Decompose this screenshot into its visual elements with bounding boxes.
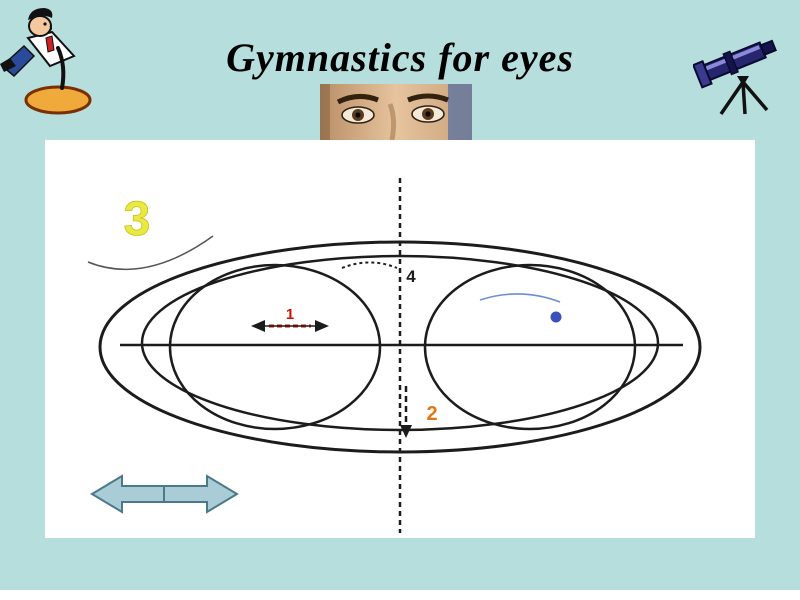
telescope-eyepiece — [759, 39, 777, 56]
blue-arc — [479, 293, 561, 303]
left-pupil — [355, 112, 361, 118]
man-arm — [56, 46, 66, 90]
inner-ellipse — [140, 254, 660, 432]
left-circle — [168, 263, 382, 431]
step-1-arrowhead-left — [251, 320, 265, 332]
shadow-right — [448, 84, 472, 142]
step-3-arc — [87, 235, 214, 271]
telescope-image — [693, 39, 777, 115]
shadow-left — [320, 84, 330, 142]
cartoon-man-clipart — [0, 4, 110, 116]
oval-tray — [24, 85, 92, 115]
right-pupil — [425, 111, 431, 117]
bottom-strip — [0, 590, 800, 600]
slide-title: Gymnastics for eyes — [226, 35, 574, 80]
outer-ellipse — [98, 240, 702, 454]
telescope-clipart — [693, 20, 793, 116]
left-eyebrow — [336, 94, 379, 105]
cartoon-man-image — [0, 8, 92, 115]
man-hair — [28, 8, 53, 20]
right-eyebrow — [407, 93, 449, 103]
telescope-objective — [693, 60, 713, 89]
step-1-label: 1 — [286, 306, 294, 323]
step-1-arrowhead-right — [315, 320, 329, 332]
man-shoe — [0, 58, 16, 72]
step-3-label: 3 — [124, 193, 151, 246]
eyes-photo — [320, 84, 472, 142]
step-2-arrowhead — [400, 425, 412, 438]
tripod-leg-right — [741, 80, 769, 112]
nose-bridge-shade — [387, 103, 397, 141]
eyes-image — [320, 84, 472, 142]
man-face — [28, 15, 52, 37]
step-2-label: 2 — [426, 403, 437, 425]
blue-dot — [550, 311, 562, 323]
telescope-band — [722, 50, 740, 76]
man-nose — [48, 25, 53, 32]
tripod-mount — [737, 76, 749, 86]
man-tie — [45, 35, 55, 53]
diagram-panel: 3 4 1 2 — [45, 140, 755, 538]
tripod-leg-left — [719, 81, 745, 115]
step-4-curve — [341, 261, 398, 269]
eye-exercise-diagram: 3 4 1 2 — [87, 178, 702, 533]
man-eye — [43, 22, 47, 26]
step-4-label: 4 — [406, 267, 416, 286]
right-circle — [423, 263, 637, 431]
tripod-leg-mid — [741, 81, 747, 115]
